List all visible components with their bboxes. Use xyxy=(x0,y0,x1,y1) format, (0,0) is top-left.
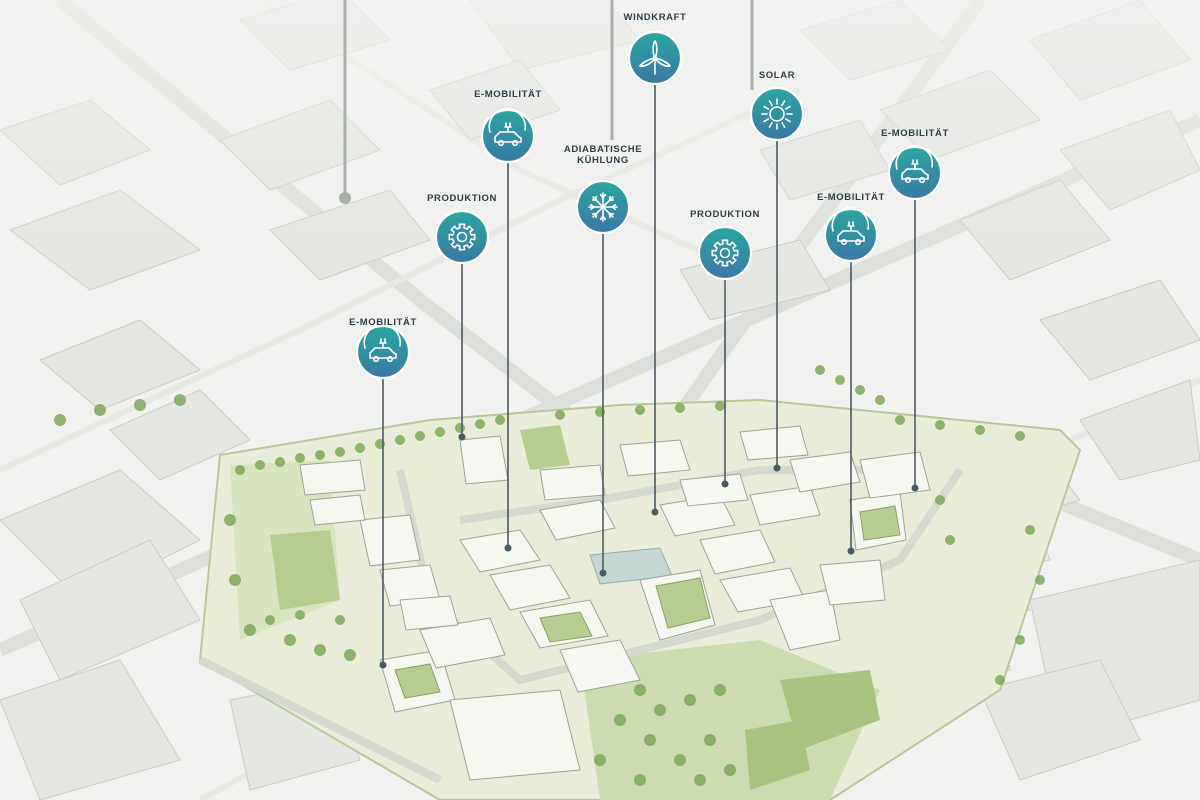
gear-icon xyxy=(448,223,476,251)
pin-label: PRODUKTION xyxy=(690,209,760,220)
pin-e-mobilitat-east[interactable]: E-MOBILITÄT xyxy=(817,192,885,555)
pin-anchor-dot xyxy=(911,484,919,492)
gear-icon xyxy=(711,239,739,267)
pin-label: PRODUKTION xyxy=(427,193,497,204)
pin-badge xyxy=(434,209,490,265)
pin-label: KÜHLUNG xyxy=(577,155,629,166)
pin-anchor-dot xyxy=(458,433,466,441)
pin-anchor-dot xyxy=(651,508,659,516)
car-charging-icon xyxy=(363,324,402,363)
pin-label: WINDKRAFT xyxy=(624,12,687,23)
pin-anchor-dot xyxy=(379,661,387,669)
pin-badge xyxy=(697,225,753,281)
pin-solar[interactable]: SOLAR xyxy=(749,70,805,472)
snowflake-icon xyxy=(588,192,618,222)
pin-badge xyxy=(480,108,536,164)
car-charging-icon xyxy=(831,207,870,246)
sun-icon xyxy=(761,98,793,130)
pin-label: SOLAR xyxy=(759,70,795,81)
pin-badge xyxy=(749,86,805,142)
pin-produktion-east[interactable]: PRODUKTION xyxy=(690,209,760,488)
pin-label: E-MOBILITÄT xyxy=(349,317,417,328)
pin-label: E-MOBILITÄT xyxy=(817,192,885,203)
car-charging-icon xyxy=(488,108,527,147)
pin-label: E-MOBILITÄT xyxy=(474,89,542,100)
energy-feature-pins: E-MOBILITÄT PRODUKTION E-MOBILITÄT ADIABATI… xyxy=(349,12,949,669)
pin-e-mobilitat-north[interactable]: E-MOBILITÄT xyxy=(474,89,542,552)
pin-produktion-west[interactable]: PRODUKTION xyxy=(427,193,497,441)
pin-anchor-dot xyxy=(721,480,729,488)
pin-label: ADIABATISCHE xyxy=(564,144,642,155)
pin-label: E-MOBILITÄT xyxy=(881,128,949,139)
pin-anchor-dot xyxy=(504,544,512,552)
pin-badge xyxy=(355,324,411,380)
pin-badge xyxy=(823,207,879,263)
project-site-area xyxy=(54,365,1082,800)
car-charging-icon xyxy=(895,145,934,184)
pin-anchor-dot xyxy=(599,569,607,577)
pin-e-mobilitat-northeast[interactable]: E-MOBILITÄT xyxy=(881,128,949,492)
background-pin-stems xyxy=(343,0,754,195)
pin-badge xyxy=(887,145,943,201)
pin-e-mobilitat-west[interactable]: E-MOBILITÄT xyxy=(349,317,417,669)
pin-anchor-dot xyxy=(773,464,781,472)
pin-windkraft[interactable]: WINDKRAFT xyxy=(624,12,687,516)
pin-anchor-dot xyxy=(847,547,855,555)
background-pin-dot xyxy=(339,192,351,204)
wind-turbine-icon xyxy=(639,40,671,75)
